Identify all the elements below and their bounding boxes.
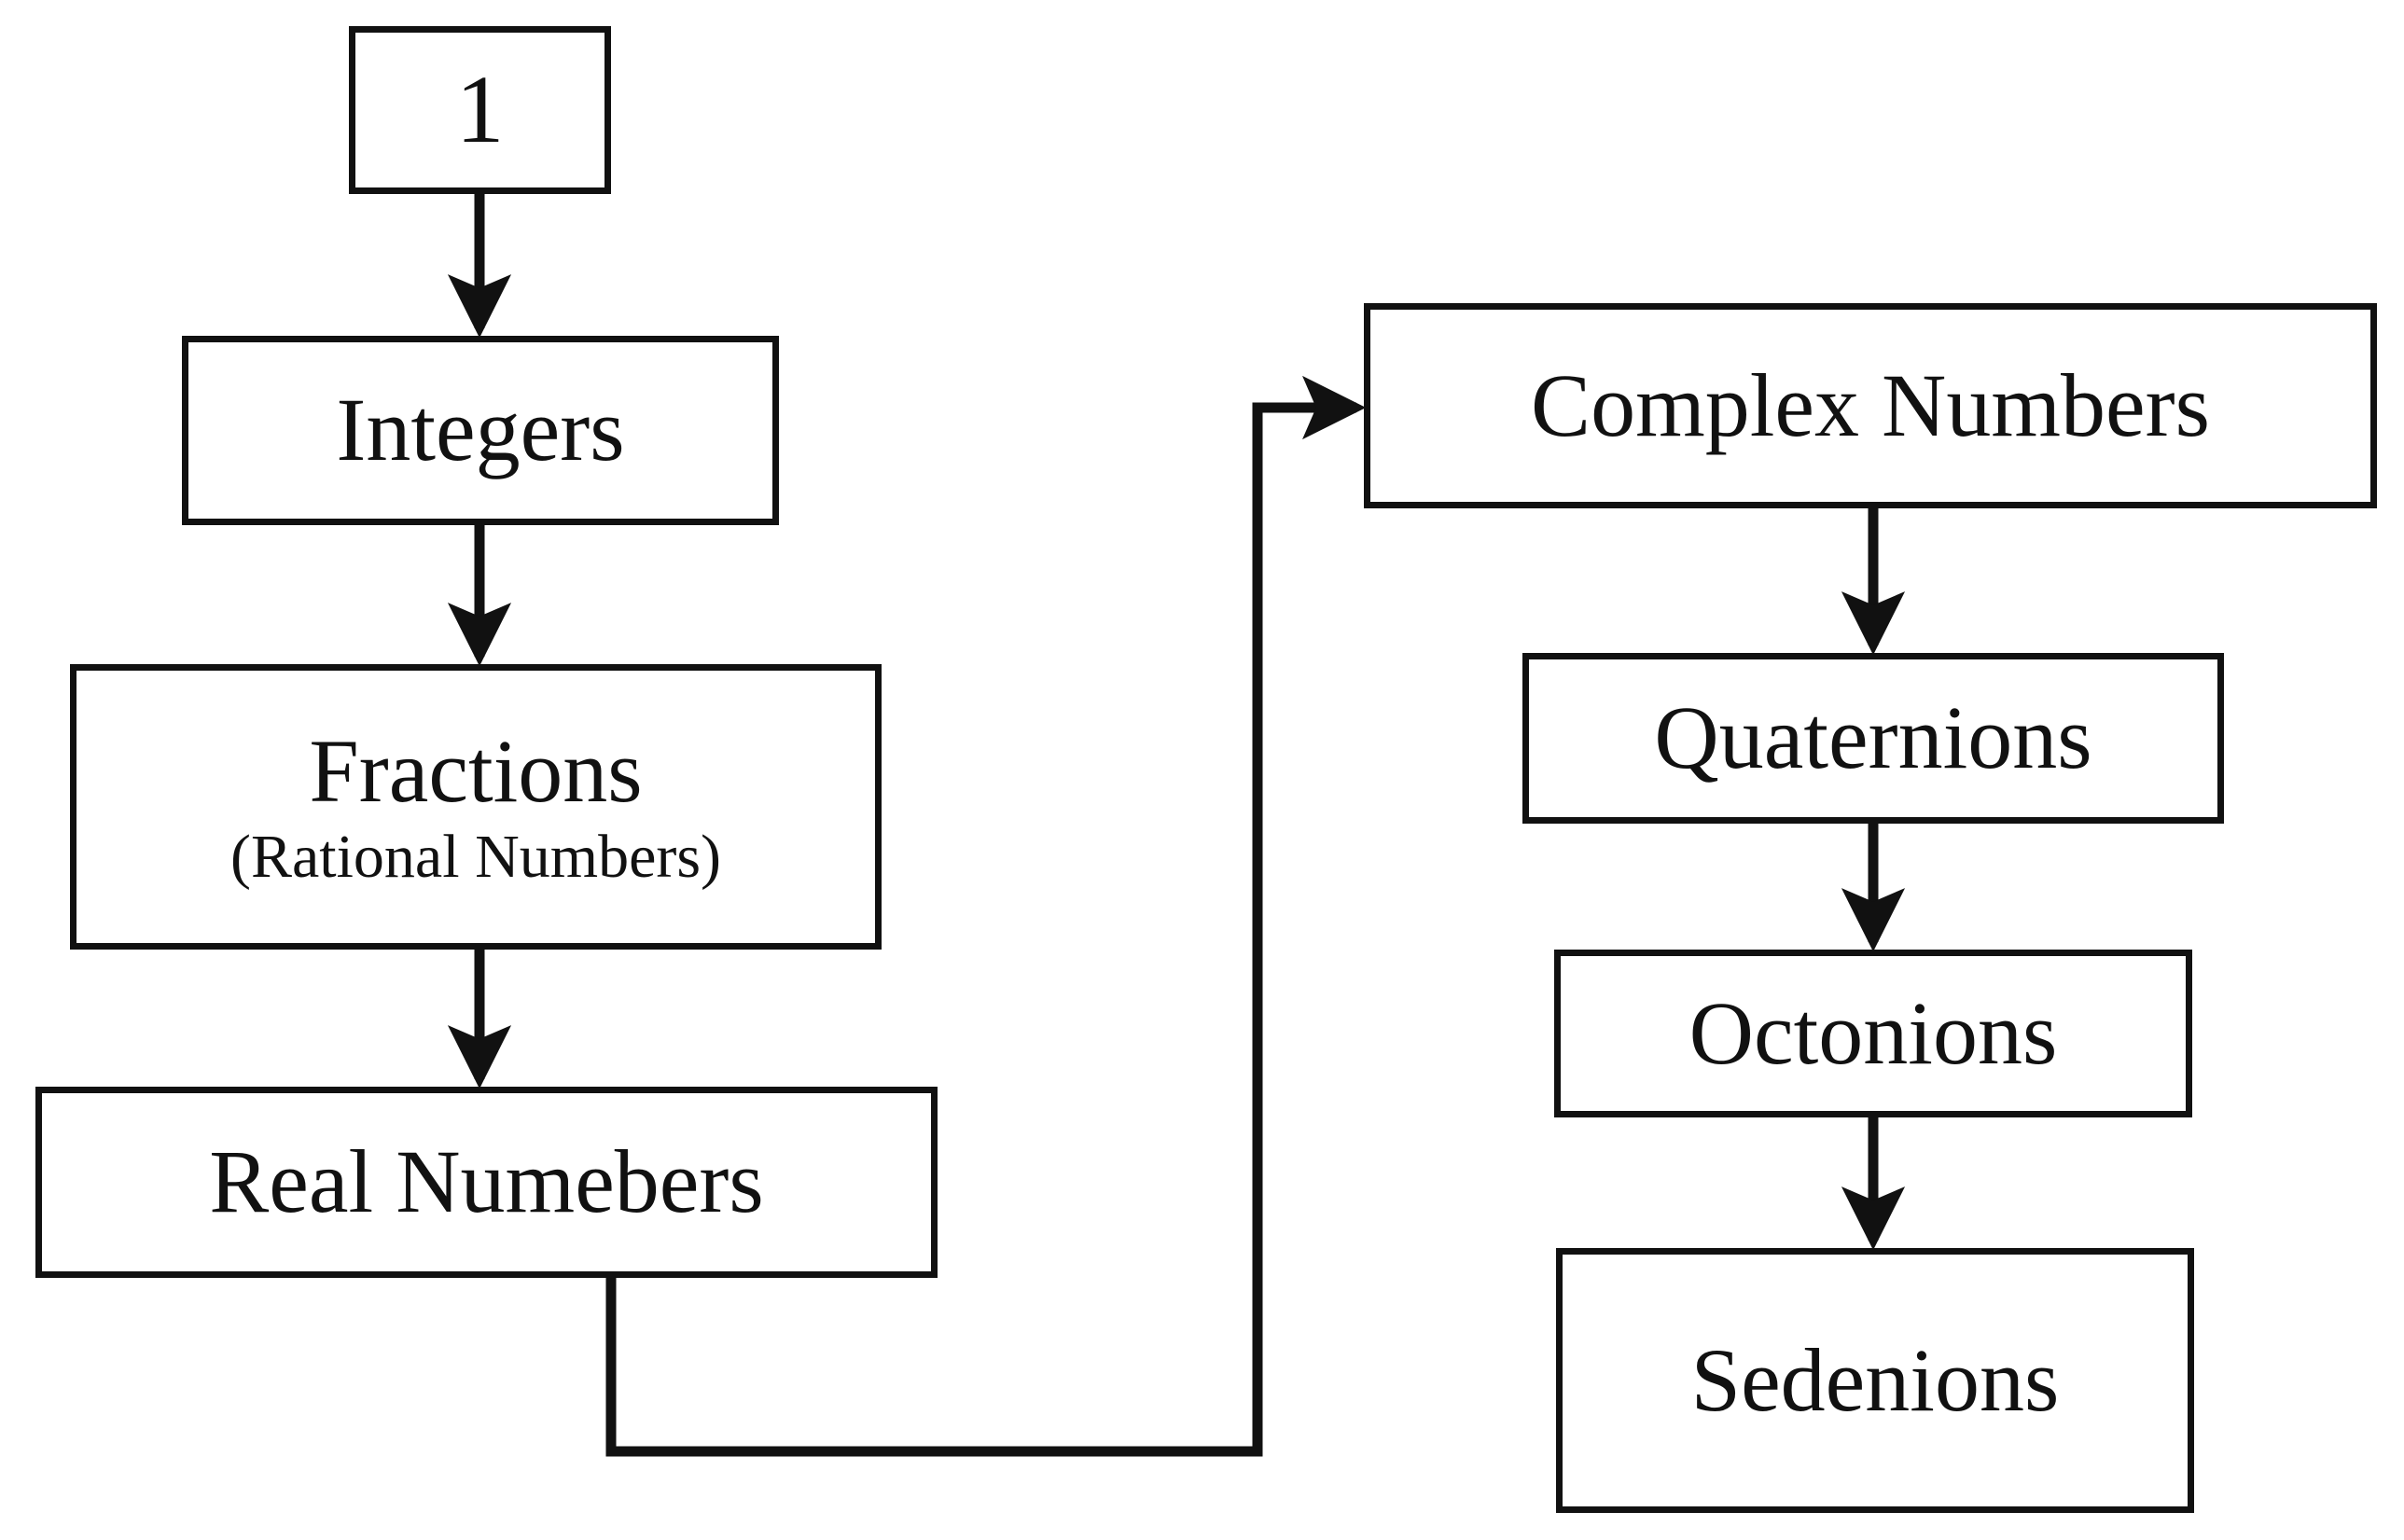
edge-real-numbers-to-complex-numbers [605,375,1367,1457]
node-fractions-label: Fractions [309,720,643,821]
node-sedenions[interactable]: Sedenions [1556,1248,2194,1513]
node-real-numbers-label: Real Numebers [209,1131,764,1232]
node-real-numbers[interactable]: Real Numebers [35,1087,938,1278]
node-one-label: 1 [455,56,505,164]
node-octonions[interactable]: Octonions [1554,950,2192,1117]
node-integers[interactable]: Integers [182,336,779,525]
node-complex-numbers-label: Complex Numbers [1531,354,2210,455]
node-quaternions-label: Quaternions [1654,687,2092,788]
node-fractions[interactable]: Fractions (Rational Numbers) [70,664,882,950]
node-octonions-label: Octonions [1688,982,2058,1083]
node-fractions-sublabel: (Rational Numbers) [229,822,722,891]
node-complex-numbers[interactable]: Complex Numbers [1364,303,2377,508]
node-integers-label: Integers [336,380,625,480]
node-sedenions-label: Sedenions [1690,1329,2060,1430]
node-one[interactable]: 1 [349,26,611,194]
node-quaternions[interactable]: Quaternions [1522,653,2224,824]
